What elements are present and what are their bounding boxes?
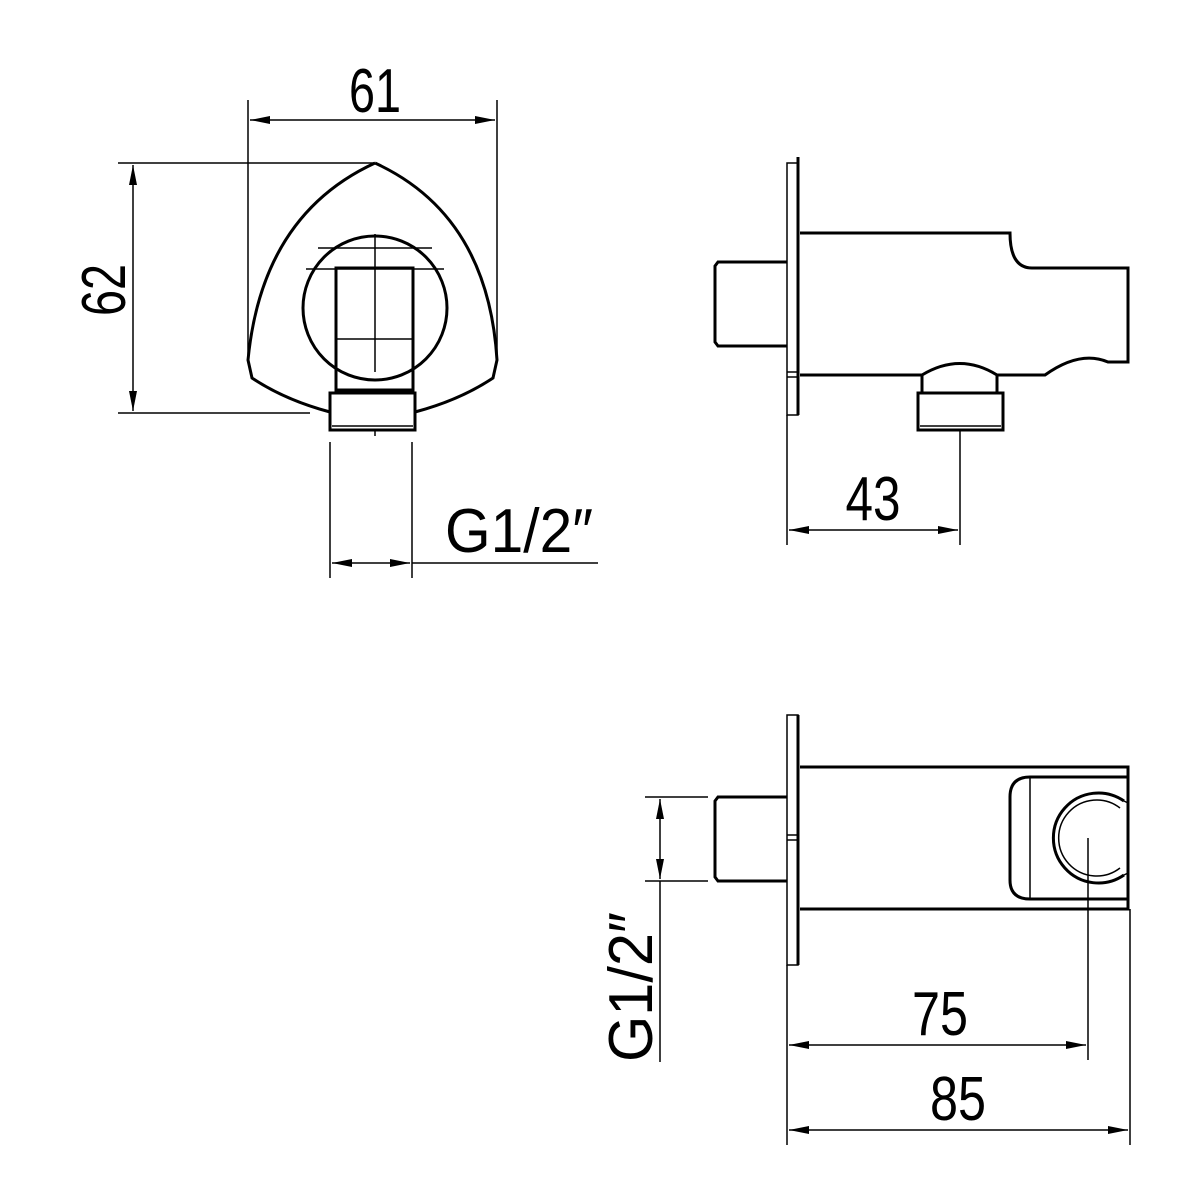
inlet-thread bbox=[713, 260, 787, 348]
triangular-escutcheon bbox=[246, 161, 499, 414]
dimension-label-62: 62 bbox=[70, 264, 139, 316]
elbow-body bbox=[800, 231, 1130, 377]
top-view: G1/2″ 75 85 bbox=[597, 714, 1131, 1145]
outlet-nut bbox=[916, 391, 1005, 432]
side-view: 43 bbox=[713, 157, 1130, 545]
holder-body bbox=[800, 765, 1130, 911]
thread-label: G1/2″ bbox=[445, 497, 593, 566]
dimension-label-75: 75 bbox=[912, 980, 968, 1049]
thread-label: G1/2″ bbox=[597, 912, 666, 1062]
dimension-label-61: 61 bbox=[349, 57, 401, 126]
inlet-thread bbox=[713, 795, 787, 883]
dimension-label-43: 43 bbox=[846, 465, 901, 534]
dimension-label-85: 85 bbox=[930, 1065, 986, 1134]
clip-ring bbox=[1051, 791, 1125, 885]
hose-nut bbox=[328, 391, 417, 432]
front-view: 61 62 G1/2″ bbox=[70, 57, 598, 578]
shower-holder-clip bbox=[1008, 775, 1128, 901]
